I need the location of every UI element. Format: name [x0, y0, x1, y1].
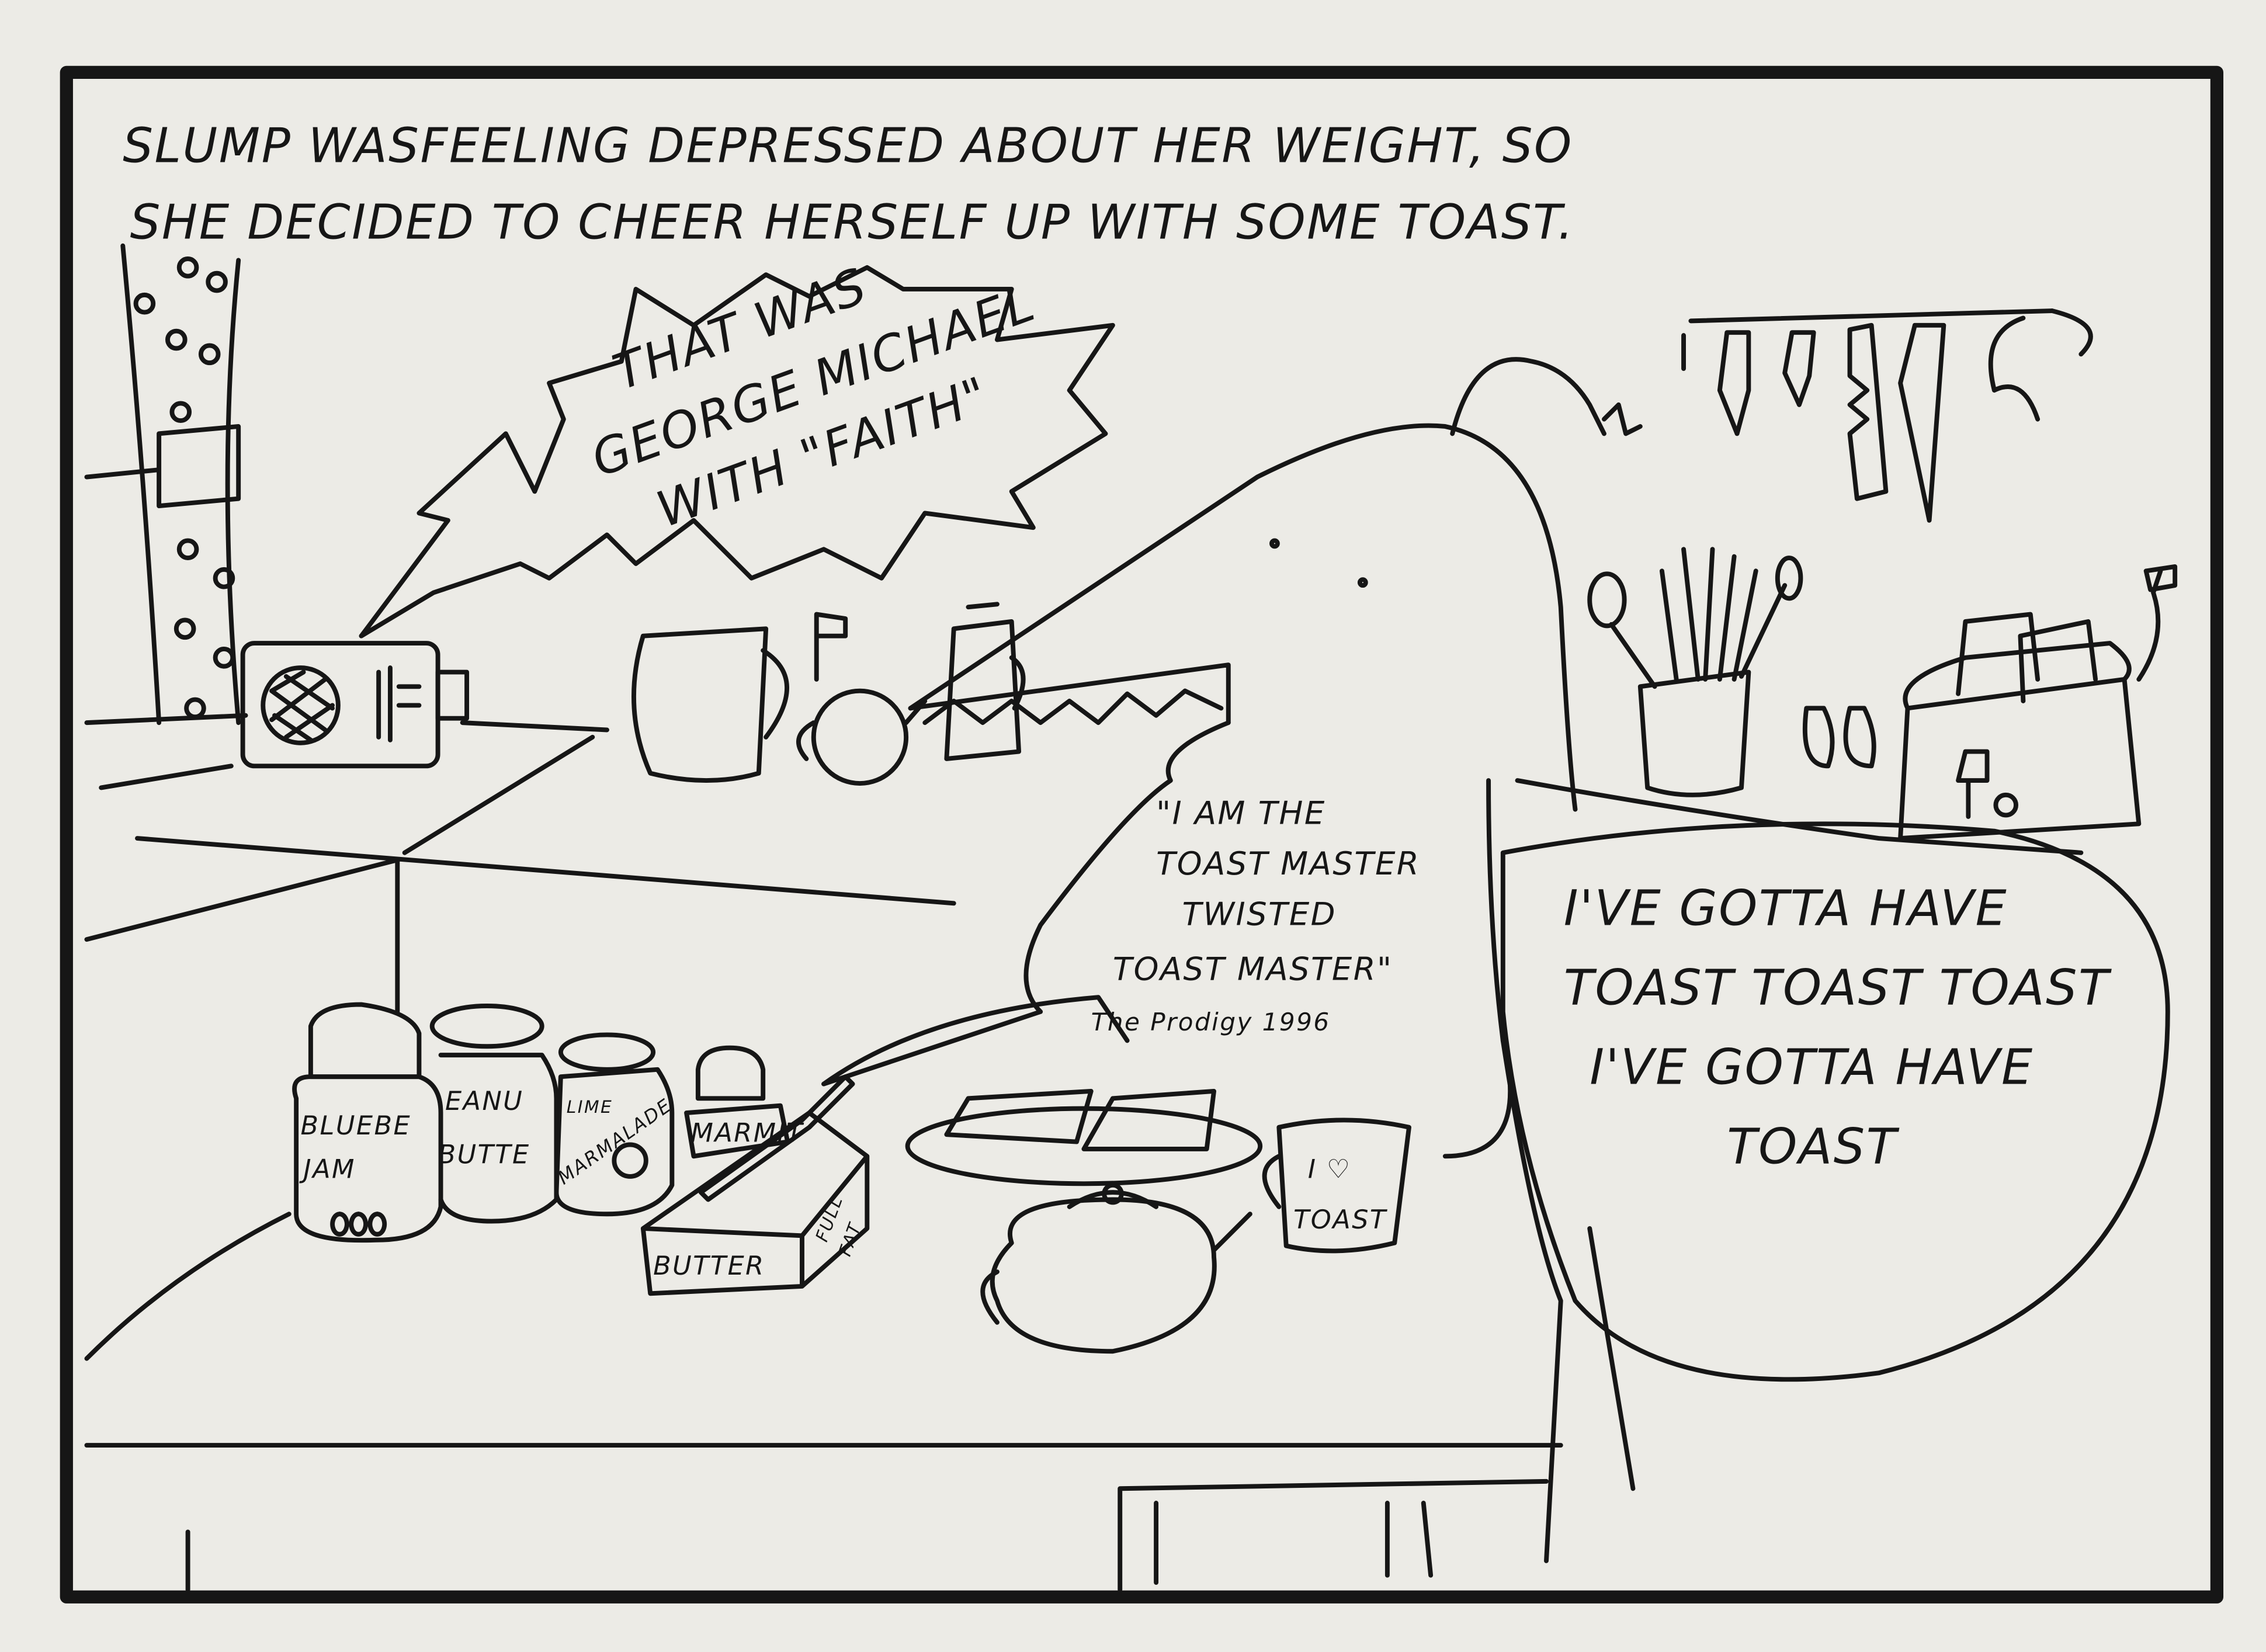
coffee-pot [944, 602, 1026, 761]
teapot [980, 1182, 1252, 1354]
butter-knife [698, 1074, 855, 1202]
jar-label: LIME [567, 1096, 613, 1117]
shirt-print: "I AM THE TOAST MASTER TWISTED TOAST MAS… [1091, 794, 1420, 1036]
utensil-pot [1587, 547, 1803, 797]
slump-body [821, 720, 2084, 1563]
speech-line-1: I'VE GOTTA HAVE [1564, 879, 2008, 936]
slump-character [821, 357, 2084, 1563]
knife-icon [1898, 322, 1946, 523]
shirt-line-5: The Prodigy 1996 [1091, 1008, 1331, 1036]
toast-slice [1956, 612, 2041, 696]
shirt-line-1: "I AM THE [1156, 794, 1326, 831]
salt-pepper-shakers [1802, 706, 1876, 769]
caption-line-1: SLUMP WASFEELING DEPRESSED ABOUT HER WEI… [123, 118, 1573, 173]
toast-slice [2018, 619, 2098, 703]
slump-eye [1357, 577, 1368, 588]
knife-icon [1717, 330, 1751, 436]
slump-beak [908, 662, 1231, 726]
blueberry-jam-jar: BLUEBE JAM [292, 1002, 443, 1243]
speech-line-2: TOAST TOAST TOAST [1564, 959, 2112, 1016]
kettle [631, 612, 848, 783]
speech-bubble: I'VE GOTTA HAVE TOAST TOAST TOAST I'VE G… [1500, 821, 2170, 1382]
toaster [1898, 564, 2178, 841]
butter-label: BUTTER [653, 1251, 765, 1281]
radio [240, 641, 470, 769]
hook-icon [1988, 308, 2093, 422]
speech-line-3: I'VE GOTTA HAVE [1590, 1039, 2033, 1096]
caption: SLUMP WASFEELING DEPRESSED ABOUT HER WEI… [123, 118, 1575, 250]
toaster-plug-cord [2136, 564, 2178, 682]
table [84, 1212, 1563, 1592]
slump-head [908, 423, 1578, 812]
shirt-line-2: TOAST MASTER [1156, 845, 1420, 882]
toast-slice [944, 1088, 1094, 1144]
jar-label: JAM [299, 1154, 356, 1184]
mug-text-line-1: I ♡ [1308, 1154, 1352, 1184]
speech-line-4: TOAST [1727, 1118, 1899, 1175]
knife-rack [1681, 308, 2093, 523]
counter-back-lines [84, 713, 956, 1014]
jar-label: BLUEBE [301, 1111, 412, 1141]
jar-label: EANU [445, 1087, 523, 1116]
mug-text-line-2: TOAST [1293, 1205, 1388, 1235]
slump-eye [1269, 538, 1280, 549]
plate-with-toast [905, 1088, 1263, 1186]
mug: I ♡ TOAST [1262, 1117, 1411, 1254]
caption-line-2: SHE DECIDED TO CHEER HERSELF UP WITH SOM… [130, 195, 1575, 250]
saw-knife-icon [1847, 322, 1889, 501]
curtain [84, 243, 241, 726]
knife-icon [1782, 330, 1816, 407]
peanut-butter-jar: EANU BUTTE [429, 1004, 559, 1224]
panel-border [60, 65, 2224, 1604]
shirt-line-3: TWISTED [1182, 895, 1337, 932]
radio-speaker-icon [261, 665, 341, 745]
jar-label: BUTTE [438, 1140, 530, 1170]
toast-slice [1081, 1088, 1216, 1151]
shirt-line-4: TOAST MASTER" [1113, 950, 1393, 987]
